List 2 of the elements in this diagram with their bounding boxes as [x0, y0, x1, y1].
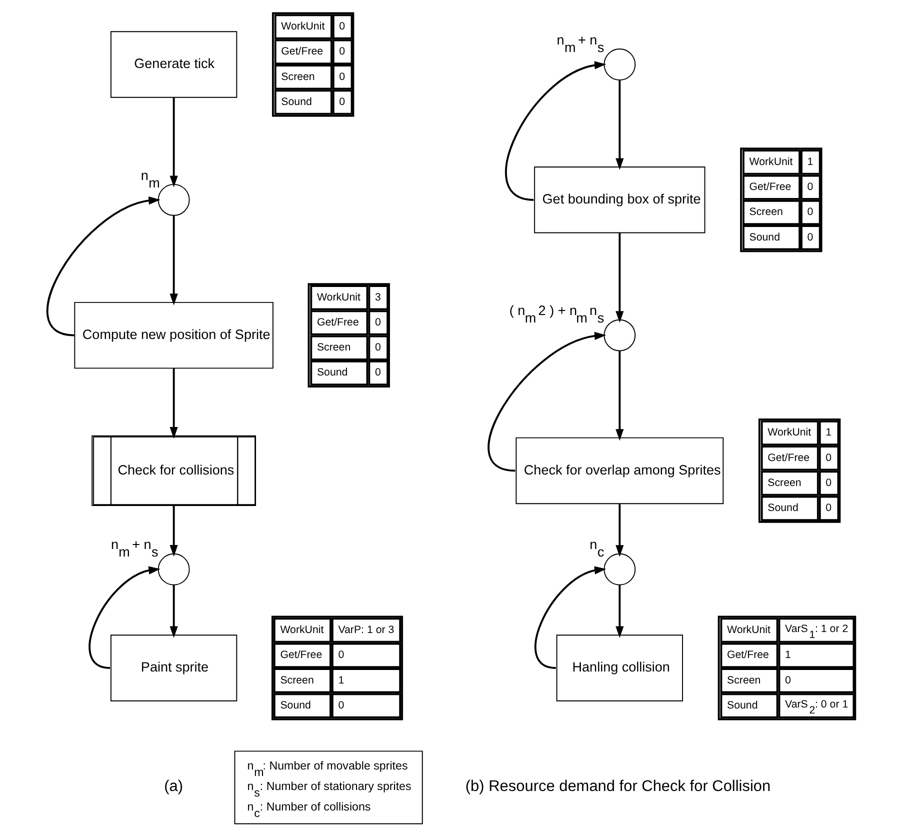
label: (b) Resource demand for Check for Collision [465, 778, 771, 796]
label: (a) [164, 778, 184, 796]
